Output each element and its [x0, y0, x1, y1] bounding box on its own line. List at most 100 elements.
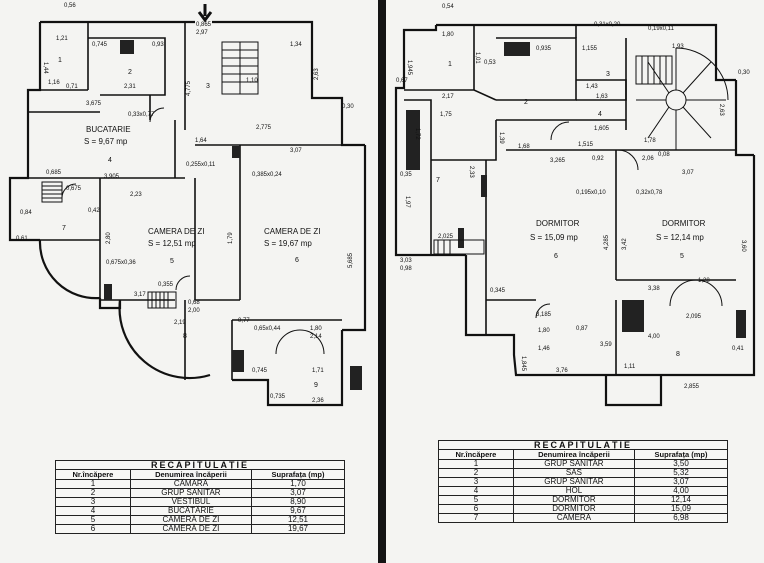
- recap-header: Denumirea încăperii: [129, 469, 253, 480]
- recap-header: Denumirea încăperii: [512, 449, 636, 460]
- dimension-label: 1,10: [246, 78, 258, 84]
- room-number: 7: [436, 177, 440, 184]
- dimension-label: 4,285: [604, 234, 610, 250]
- room-number: 3: [206, 83, 210, 90]
- dimension-label: 0,345: [490, 288, 506, 294]
- dimension-label: 3,905: [104, 174, 120, 180]
- dimension-label: 0,87: [576, 326, 588, 332]
- room-number: 2: [524, 99, 528, 106]
- dimension-label: 0,30: [342, 104, 354, 110]
- room-area: S = 12,14 mp: [656, 233, 704, 242]
- dimension-label: 0,33x0,77: [128, 112, 155, 118]
- dimension-label: 1,71: [312, 368, 324, 374]
- dimension-label: 3,42: [622, 238, 628, 250]
- dimension-label: 1,78: [644, 138, 656, 144]
- room-name: CAMERA DE ZI: [264, 227, 320, 236]
- dimension-label: 3,76: [556, 368, 568, 374]
- dimension-label: 1,72: [414, 128, 420, 140]
- room-area: S = 12,51 mp: [148, 239, 196, 248]
- dimension-label: 2,33: [468, 166, 474, 178]
- dimension-label: 0,735: [270, 394, 286, 400]
- dimension-label: 0,56: [64, 3, 76, 9]
- recap-header: Suprafața (mp): [251, 469, 345, 480]
- upper-floor-plan: 1 2 3 4 5 6 7 8 DORMITOR S = 15,09 mp DO…: [394, 4, 756, 407]
- room-area: S = 19,67 mp: [264, 239, 312, 248]
- dimension-label: 0,08: [658, 152, 670, 158]
- dimension-label: 2,63: [314, 68, 320, 80]
- dimension-label: 1,11: [624, 364, 636, 370]
- sheet-divider: [378, 0, 386, 563]
- dimension-label: 1,605: [594, 126, 610, 132]
- room-number: 4: [108, 157, 112, 164]
- room-name: DORMITOR: [662, 219, 706, 228]
- recap-title: RECAPITULAȚIE: [438, 440, 728, 450]
- dimension-label: 0,53: [484, 60, 496, 66]
- dimension-label: 0,675x0,36: [106, 260, 136, 266]
- dimension-label: 1,80: [310, 326, 322, 332]
- dimension-label: 0,41: [732, 346, 744, 352]
- dimension-label: 2,00: [188, 308, 200, 314]
- room-number: 4: [598, 111, 602, 118]
- dimension-label: 3,265: [550, 158, 566, 164]
- dimension-label: 0,685: [46, 170, 62, 176]
- room-area: S = 9,67 mp: [84, 137, 128, 146]
- dimension-label: 1,64: [195, 138, 207, 144]
- ground-floor-plan: 1 2 3 4 5 6 7 8 9 BUCATARIE S = 9,67 mp …: [8, 3, 367, 407]
- room-name: BUCATARIE: [86, 125, 131, 134]
- dimension-label: 0,865: [196, 22, 212, 28]
- recap-header: Nr.încăpere: [438, 449, 514, 460]
- dimension-label: 2,36: [312, 398, 324, 404]
- room-number: 5: [170, 258, 174, 265]
- dimension-label: 2,31: [124, 84, 136, 90]
- dimension-label: 2,095: [686, 314, 702, 320]
- dimension-label: 0,42: [88, 208, 100, 214]
- dimension-label: 2,97: [196, 30, 208, 36]
- dimension-label: 1,945: [406, 60, 412, 76]
- dimension-label: 0,255x0,11: [186, 162, 216, 168]
- dimension-label: 1,16: [48, 80, 60, 86]
- dimension-label: 1,46: [538, 346, 550, 352]
- dimension-label: 1,75: [440, 112, 452, 118]
- dimension-label: 0,935: [536, 46, 552, 52]
- dimension-label: 3,185: [536, 312, 552, 318]
- room-name: DORMITOR: [536, 219, 580, 228]
- dimension-label: 0,675: [66, 186, 82, 192]
- recap-header: Nr.încăpere: [55, 469, 131, 480]
- dimension-label: 0,84: [20, 210, 32, 216]
- dimension-label: 5,685: [348, 252, 354, 268]
- dimension-label: 0,71: [66, 84, 78, 90]
- dimension-label: 1,68: [518, 144, 530, 150]
- dimension-label: 0,35: [400, 172, 412, 178]
- dimension-label: 3,17: [134, 292, 146, 298]
- dimension-label: 0,77: [238, 318, 250, 324]
- dimension-label: 0,68: [188, 300, 200, 306]
- dimension-label: 1,93: [672, 44, 684, 50]
- dimension-label: 3,38: [648, 286, 660, 292]
- upper-floor-sheet: 1 2 3 4 5 6 7 8 DORMITOR S = 15,09 mp DO…: [386, 0, 764, 563]
- dimension-label: 2,17: [442, 94, 454, 100]
- dimension-label: 1,63: [596, 94, 608, 100]
- ground-floor-sheet: 1 2 3 4 5 6 7 8 9 BUCATARIE S = 9,67 mp …: [0, 0, 378, 563]
- dimension-label: 2,14: [310, 334, 322, 340]
- dimension-label: 0,30: [738, 70, 750, 76]
- room-number: 3: [606, 71, 610, 78]
- dimension-label: 0,355: [158, 282, 174, 288]
- ground-floor-recap-table: RECAPITULAȚIE Nr.încăpere Denumirea încă…: [55, 460, 345, 534]
- room-number: 9: [314, 382, 318, 389]
- room-name: CAMERA DE ZI: [148, 227, 204, 236]
- dimension-label: 0,65x0,44: [254, 326, 281, 332]
- recap-header: Suprafața (mp): [634, 449, 728, 460]
- dimension-label: 1,34: [290, 42, 302, 48]
- dimension-label: 0,92: [592, 156, 604, 162]
- dimension-label: 0,61: [16, 236, 28, 242]
- dimension-label: 0,195x0,10: [576, 190, 606, 196]
- room-number: 1: [58, 57, 62, 64]
- dimension-label: 1,28: [698, 278, 710, 284]
- room-number: 7: [62, 225, 66, 232]
- recap-title: RECAPITULAȚIE: [55, 460, 345, 470]
- dimension-label: 2,775: [256, 125, 272, 131]
- room-number: 6: [295, 257, 299, 264]
- dimension-label: 1,43: [586, 84, 598, 90]
